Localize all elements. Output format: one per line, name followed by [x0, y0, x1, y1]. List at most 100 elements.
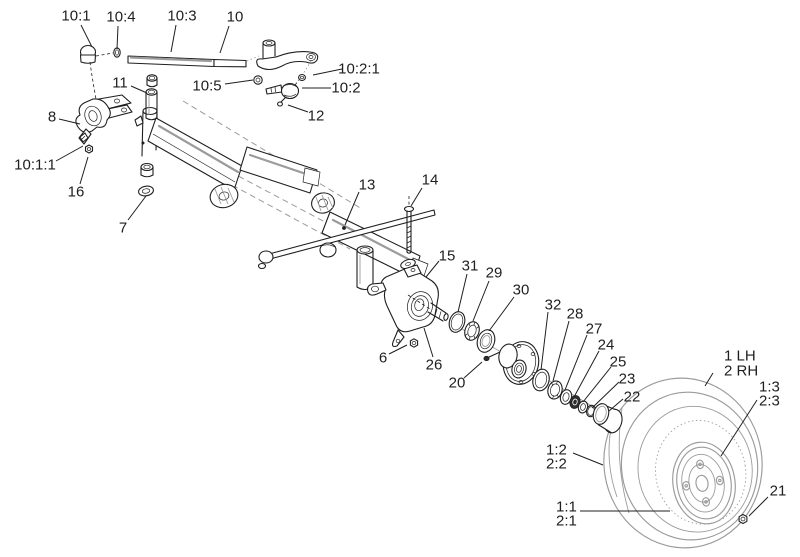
callout-label: 29 — [486, 265, 503, 282]
callout-leader-line — [79, 156, 89, 185]
callout-label: 13 — [359, 177, 376, 194]
callout-leader-line — [540, 311, 549, 371]
washer-7-drawing — [138, 162, 154, 197]
callout-leader-line — [116, 25, 119, 50]
callout-label: 7 — [119, 220, 127, 237]
bearing-29-drawing — [464, 321, 480, 341]
bolt-12-drawing — [277, 96, 287, 107]
callout-leader-line — [127, 195, 147, 221]
callout-label: 10:5 — [192, 78, 221, 95]
callout-leader-line — [720, 399, 758, 457]
callout-leader-line — [388, 344, 408, 355]
callout-label: 2:2 — [546, 456, 567, 473]
callout-label: 14 — [422, 172, 439, 189]
seal-32-drawing — [532, 368, 550, 392]
callout-label: 22 — [624, 389, 641, 406]
callout-leader-line — [463, 361, 483, 379]
nut-10-5-drawing — [253, 75, 263, 85]
callout-leader-line — [425, 260, 440, 278]
callout-label: 10 — [227, 9, 244, 26]
steering-arm-drawing — [246, 39, 319, 107]
wheel-tire-drawing — [603, 377, 763, 549]
callout-leader-line — [224, 79, 254, 85]
drag-link-drawing — [257, 209, 436, 270]
tie-rod-drawing — [79, 44, 247, 107]
callout-dot — [342, 226, 346, 230]
callout-label: 24 — [598, 337, 615, 354]
callout-label: 10:2:1 — [338, 61, 380, 78]
callout-leader-line — [287, 104, 309, 113]
axle-beam-drawing — [134, 100, 429, 279]
callout-leader-line — [130, 85, 148, 94]
callout-label: 2:3 — [759, 393, 780, 410]
tread-line — [608, 427, 618, 498]
callout-label: 27 — [586, 321, 603, 338]
callout-label: 10:1 — [61, 8, 90, 25]
callout-leader-line — [80, 24, 93, 48]
callout-label: 8 — [48, 109, 56, 126]
callout-label: 23 — [619, 371, 636, 388]
callout-label: 1 LH — [724, 348, 756, 365]
bushing-11-drawing — [145, 74, 158, 121]
callout-leader-line — [582, 366, 612, 403]
callout-leader-line — [472, 280, 490, 322]
callout-leader-line — [488, 296, 515, 332]
bearing-28-drawing — [547, 380, 563, 400]
callout-label: 1:2 — [546, 442, 567, 459]
callout-label: 11 — [112, 75, 128, 92]
callout-label: 28 — [567, 306, 584, 323]
callout-label: 30 — [513, 282, 530, 299]
callout-label: 21 — [770, 483, 787, 500]
callout-label: 15 — [439, 248, 456, 265]
callout-label: 12 — [308, 108, 325, 125]
callout-label: 6 — [379, 350, 387, 367]
callout-label: 1:1 — [556, 499, 577, 516]
callout-leader-line — [344, 191, 360, 226]
bearing-cup-30-drawing — [476, 329, 496, 353]
callout-leader-line — [58, 118, 81, 125]
nut-6-drawing — [409, 338, 419, 348]
callout-label: 20 — [449, 375, 466, 392]
callout-leader-line — [572, 452, 604, 466]
bolt-20-drawing — [483, 351, 500, 362]
ball-joint-10-2-drawing — [265, 73, 306, 100]
callout-leader-line — [312, 68, 343, 76]
callout-leader-line — [552, 320, 570, 382]
callout-label: 2 RH — [724, 363, 758, 380]
callout-leader-line — [457, 273, 468, 313]
callout-label: 31 — [462, 258, 479, 275]
callout-leader-line — [55, 145, 84, 162]
callout-leader-line — [748, 496, 769, 517]
callout-label: 25 — [610, 354, 627, 371]
pin-10-1-1-drawing — [79, 132, 89, 143]
callout-leader-line — [564, 334, 588, 391]
valve-nut-drawing — [738, 513, 748, 525]
callout-label: 10:3 — [167, 8, 196, 25]
oring-31-drawing — [448, 311, 466, 333]
right-knuckle-drawing — [356, 245, 449, 348]
callout-leader-line — [608, 398, 624, 412]
callout-label: 10:4 — [106, 9, 135, 26]
callout-label: 2:1 — [556, 513, 577, 530]
nut-24-drawing — [569, 395, 581, 409]
nut-16-drawing — [84, 144, 94, 154]
dust-cap-22-drawing — [592, 403, 623, 434]
hub-drawing — [498, 341, 540, 385]
callout-layer: 10:1 10:4 10:3 10 10:2:1 10:2 12 10:5 11 8 10:1:1 1… — [14, 8, 786, 530]
callout-leader-line — [423, 327, 434, 358]
callout-label: 16 — [68, 184, 85, 201]
callout-leader-line — [591, 381, 620, 409]
hub-assembly-drawing — [448, 311, 623, 434]
callout-label: 32 — [545, 297, 562, 314]
callout-label: 10:2 — [331, 80, 360, 97]
callout-label: 26 — [426, 357, 443, 374]
callout-leader-line — [170, 24, 177, 53]
rim-drawing — [672, 441, 736, 525]
callout-leader-line — [704, 372, 714, 387]
callout-label: 10:1:1 — [14, 157, 56, 174]
callout-label: 1:3 — [759, 379, 780, 396]
callout-leader-line — [219, 25, 230, 54]
callout-leader-line — [573, 350, 600, 398]
